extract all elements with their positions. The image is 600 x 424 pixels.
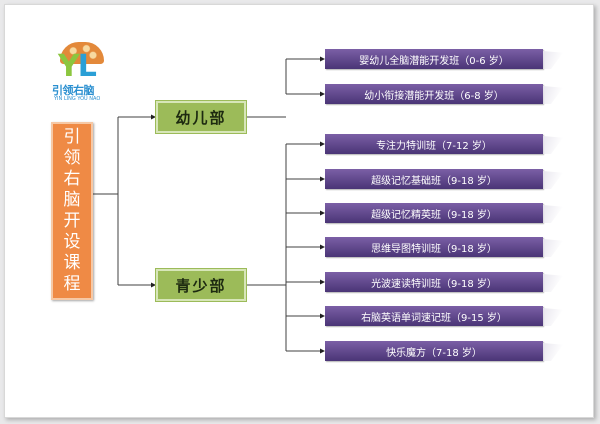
root-char: 领: [63, 148, 81, 168]
root-char: 脑: [63, 190, 81, 210]
logo: YL 引领右脑 YIN LING YOU NAO: [50, 38, 130, 104]
connector-root-trunk: [93, 117, 119, 285]
course-node: 光波速读特训班（9-18 岁）: [325, 272, 543, 292]
root-char: 课: [63, 253, 81, 273]
course-node: 婴幼儿全脑潜能开发班（0-6 岁）: [325, 49, 543, 69]
connector-youer-trunk: [246, 59, 287, 118]
root-node: 引 领 右 脑 开 设 课 程: [51, 122, 93, 300]
root-char: 程: [63, 274, 81, 294]
course-node: 快乐魔方（7-18 岁）: [325, 341, 543, 361]
root-char: 开: [63, 211, 81, 231]
course-node: 幼小衔接潜能开发班（6-8 岁）: [325, 84, 543, 104]
root-char: 引: [63, 127, 81, 147]
course-node: 右脑英语单词速记班（9-15 岁）: [325, 306, 543, 326]
dept-node-qingshao: 青少部: [155, 268, 247, 302]
course-node: 思维导图特训班（9-18 岁）: [325, 237, 543, 257]
root-char: 设: [63, 232, 81, 252]
course-node: 超级记忆基础班（9-18 岁）: [325, 169, 543, 189]
course-node: 超级记忆精英班（9-18 岁）: [325, 203, 543, 223]
logo-name-en: YIN LING YOU NAO: [54, 96, 101, 102]
root-char: 右: [63, 169, 81, 189]
brain-icon: [60, 42, 104, 64]
course-node: 专注力特训班（7-12 岁）: [325, 134, 543, 154]
dept-node-youer: 幼儿部: [155, 100, 247, 134]
logo-name-cn: 引领右脑: [52, 84, 95, 97]
logo-letters: YL: [58, 49, 97, 84]
connector-qingshao-trunk: [246, 144, 287, 351]
